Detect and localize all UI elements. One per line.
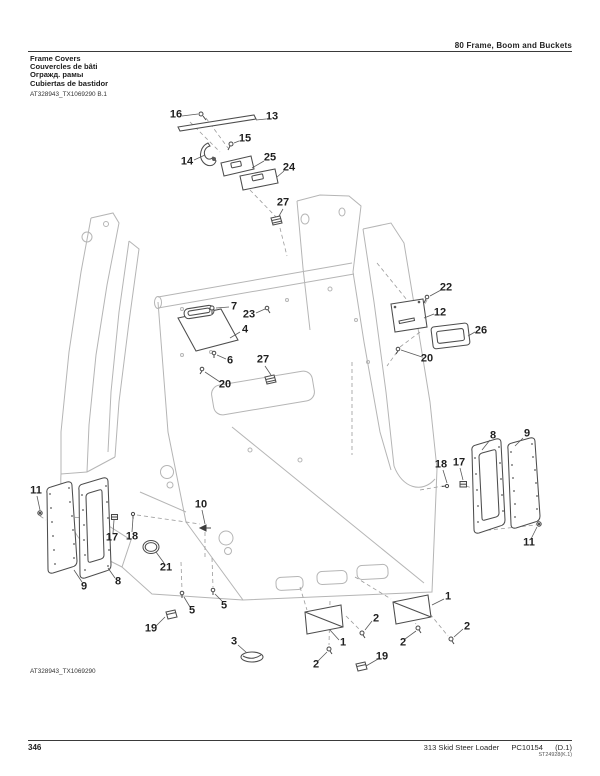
callout-20: 20 bbox=[420, 352, 434, 365]
part-1-cover-plate-left bbox=[304, 604, 344, 635]
fastener-2-screw-d bbox=[448, 636, 455, 645]
callout-1: 1 bbox=[339, 636, 347, 649]
callout-22: 22 bbox=[439, 281, 453, 294]
fastener-11-screw-right bbox=[536, 521, 542, 527]
fastener-2-screw-a bbox=[326, 646, 333, 655]
callout-19: 19 bbox=[375, 650, 389, 663]
callout-21: 21 bbox=[159, 561, 173, 574]
title-block: Frame Covers Couvercles de bâti Огражд. … bbox=[30, 54, 109, 88]
callout-8: 8 bbox=[489, 429, 497, 442]
part-9-gasket-left bbox=[46, 481, 78, 574]
figure-ref-top: AT328943_TX1069290 B.1 bbox=[30, 91, 107, 98]
callout-18: 18 bbox=[125, 530, 139, 543]
callout-11: 11 bbox=[30, 484, 42, 497]
footer-model: 313 Skid Steer Loader bbox=[423, 743, 500, 752]
callout-17: 17 bbox=[105, 531, 119, 544]
fastener-17-nut-left bbox=[111, 514, 118, 520]
part-27-clip-upper bbox=[270, 215, 283, 226]
part-12-plate bbox=[390, 298, 428, 333]
part-9-gasket-right bbox=[507, 437, 541, 529]
callout-7: 7 bbox=[230, 300, 238, 313]
part-25-label-detail bbox=[230, 160, 242, 169]
fastener-2-screw-c bbox=[415, 625, 422, 634]
callout-2: 2 bbox=[399, 636, 407, 649]
part-26-bezel-frame bbox=[430, 322, 471, 350]
footer-doc-ref: ST24928(K.1) bbox=[538, 752, 572, 758]
footer-rule bbox=[28, 740, 572, 741]
callout-1: 1 bbox=[444, 590, 452, 603]
part-19-clip-left bbox=[165, 609, 178, 620]
part-4-access-cover bbox=[177, 304, 239, 352]
fastener-17-nut-right bbox=[459, 481, 467, 488]
part-13-retainer-bar bbox=[177, 114, 257, 132]
callout-11: 11 bbox=[523, 536, 535, 549]
leader-lines bbox=[36, 113, 538, 667]
callout-15: 15 bbox=[238, 132, 252, 145]
part-19-clip-right bbox=[355, 661, 368, 672]
fastener-20-screw-right bbox=[395, 346, 401, 355]
callout-16: 16 bbox=[169, 108, 183, 121]
callout-27: 27 bbox=[276, 196, 290, 209]
callout-26: 26 bbox=[474, 324, 488, 337]
callout-27: 27 bbox=[256, 353, 270, 366]
callout-2: 2 bbox=[312, 658, 320, 671]
figure-ref-bottom: AT328943_TX1069290 bbox=[30, 668, 96, 675]
callout-14: 14 bbox=[180, 155, 194, 168]
callout-8: 8 bbox=[114, 575, 122, 588]
part-21-ring bbox=[142, 539, 160, 555]
page-title-ru: Огражд. рамы bbox=[30, 70, 84, 80]
callout-9: 9 bbox=[80, 580, 88, 593]
callout-17: 17 bbox=[452, 456, 466, 469]
callout-4: 4 bbox=[241, 323, 249, 336]
fastener-2-screw-b bbox=[359, 630, 366, 639]
fastener-23-screw bbox=[264, 305, 271, 314]
header-rule bbox=[28, 51, 572, 52]
callout-20: 20 bbox=[218, 378, 232, 391]
page-title-es: Cubiertas de bastidor bbox=[30, 78, 109, 88]
fastener-6-screw bbox=[211, 350, 217, 358]
fastener-20-screw-left bbox=[199, 366, 205, 375]
callout-5: 5 bbox=[188, 604, 196, 617]
fastener-10-screw bbox=[198, 524, 211, 532]
fastener-16-screw bbox=[198, 111, 207, 121]
callout-18: 18 bbox=[434, 458, 448, 471]
footer-revision: (D.1) bbox=[555, 743, 572, 752]
callout-12: 12 bbox=[433, 306, 447, 319]
footer-page-number: 346 bbox=[28, 743, 42, 752]
callout-2: 2 bbox=[372, 612, 380, 625]
fastener-7-screw bbox=[209, 305, 215, 314]
fastener-5-screw-b bbox=[210, 587, 216, 595]
callout-13: 13 bbox=[265, 110, 279, 123]
fastener-15-screw bbox=[227, 141, 234, 151]
fastener-5-screw-a bbox=[179, 590, 185, 598]
page-title-en: Frame Covers bbox=[30, 54, 81, 63]
callout-24: 24 bbox=[282, 161, 296, 174]
callout-3: 3 bbox=[230, 635, 238, 648]
part-1-cover-plate-right bbox=[392, 594, 432, 625]
part-8-cover-right bbox=[471, 438, 506, 534]
page-title-fr: Couvercles de bâti bbox=[30, 62, 98, 72]
part-8-cover-left bbox=[78, 477, 112, 579]
callout-6: 6 bbox=[226, 354, 234, 367]
callout-19: 19 bbox=[144, 622, 158, 635]
callout-9: 9 bbox=[523, 427, 531, 440]
fastener-18-screw-right bbox=[441, 483, 450, 489]
header-section-title: 80 Frame, Boom and Buckets bbox=[454, 41, 572, 50]
part-27-clip-lower bbox=[264, 374, 277, 385]
part-24-label-detail bbox=[251, 173, 264, 182]
fasteners bbox=[37, 111, 542, 655]
footer-catalog-number: PC10154 bbox=[511, 743, 543, 752]
fastener-11-screw-left bbox=[37, 510, 43, 516]
footer-publication-info: 313 Skid Steer Loader PC10154 (D.1) bbox=[424, 743, 572, 752]
part-3-oval-plug bbox=[240, 651, 264, 663]
callout-5: 5 bbox=[220, 599, 228, 612]
callout-25: 25 bbox=[263, 151, 277, 164]
fastener-22-screw bbox=[423, 294, 430, 304]
callout-2: 2 bbox=[463, 620, 471, 633]
callout-10: 10 bbox=[194, 498, 208, 511]
callout-23: 23 bbox=[242, 308, 256, 321]
part-shapes bbox=[46, 114, 541, 672]
